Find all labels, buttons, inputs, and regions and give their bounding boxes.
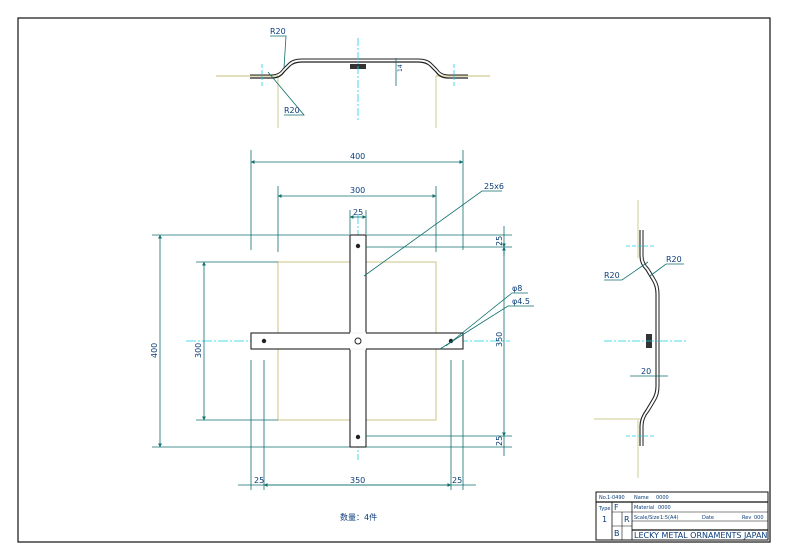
tb-cell-r: R <box>624 515 630 524</box>
dim-inner-height: 300 <box>194 343 203 358</box>
side-radius-right-label: R20 <box>666 255 682 264</box>
dim-hole-span-vertical: 350 <box>495 332 504 347</box>
dim-bottom-right: 25 <box>452 476 462 485</box>
top-view: R20 R20 14 <box>216 27 490 128</box>
tb-cell-f: F <box>614 503 619 512</box>
side-offset-label: 20 <box>641 367 651 376</box>
dim-bottom-span: 350 <box>350 476 365 485</box>
dim-end-top: 25 <box>495 236 504 246</box>
tb-rev-value: 000 <box>754 515 764 521</box>
hole-bottom <box>355 434 361 440</box>
tb-scale-value: 1:5(A4) <box>660 515 679 521</box>
tb-scale-label: Scale/Size <box>634 515 659 521</box>
tb-rev-label: Rev <box>742 515 751 521</box>
tb-name-label: Name <box>634 495 649 501</box>
tb-name-value: 0000 <box>656 495 669 501</box>
tb-cell-1: 1 <box>602 515 607 524</box>
tb-type-label: Type <box>598 506 610 512</box>
drawing-border <box>17 17 771 543</box>
top-radius-lower-label: R20 <box>284 106 300 115</box>
dim-inner-width: 300 <box>350 186 365 195</box>
tb-date-label: Date <box>702 515 714 521</box>
top-radius-upper-label: R20 <box>270 27 286 36</box>
dim-overall-width: 400 <box>350 152 365 161</box>
quantity-note: 数量：4件 <box>340 512 377 522</box>
dim-overall-height: 400 <box>150 343 159 358</box>
tb-number: 1-0490 <box>607 495 625 501</box>
hole-right <box>448 338 454 344</box>
side-radius-left-label: R20 <box>604 271 620 280</box>
title-block: No. 1-0490 Name 0000 Type 1 F R B Materi… <box>595 491 769 541</box>
tb-material-label: Material <box>634 505 654 511</box>
front-view: 400 300 25 25x6 φ8 φ4.5 400 300 <box>150 150 534 490</box>
dim-bar-width: 25 <box>353 208 363 217</box>
side-view: R20 R20 20 <box>594 200 686 478</box>
top-height-label: 14 <box>397 64 404 72</box>
hole-top <box>355 243 361 249</box>
dim-bottom-left: 25 <box>254 476 264 485</box>
tb-material-value: 0000 <box>658 505 671 511</box>
hole-center <box>354 337 362 345</box>
top-view-bar <box>250 61 468 79</box>
hole-large-label: φ8 <box>512 284 522 293</box>
side-view-bar <box>639 230 657 446</box>
dim-end-bottom: 25 <box>495 436 504 446</box>
hole-left <box>261 338 267 344</box>
tb-number-label: No. <box>599 495 608 501</box>
hole-small-label: φ4.5 <box>512 297 530 306</box>
bar-spec-label: 25x6 <box>484 182 504 191</box>
tb-company: LECKY METAL ORNAMENTS JAPAN <box>634 531 767 540</box>
tb-cell-b: B <box>614 529 620 538</box>
